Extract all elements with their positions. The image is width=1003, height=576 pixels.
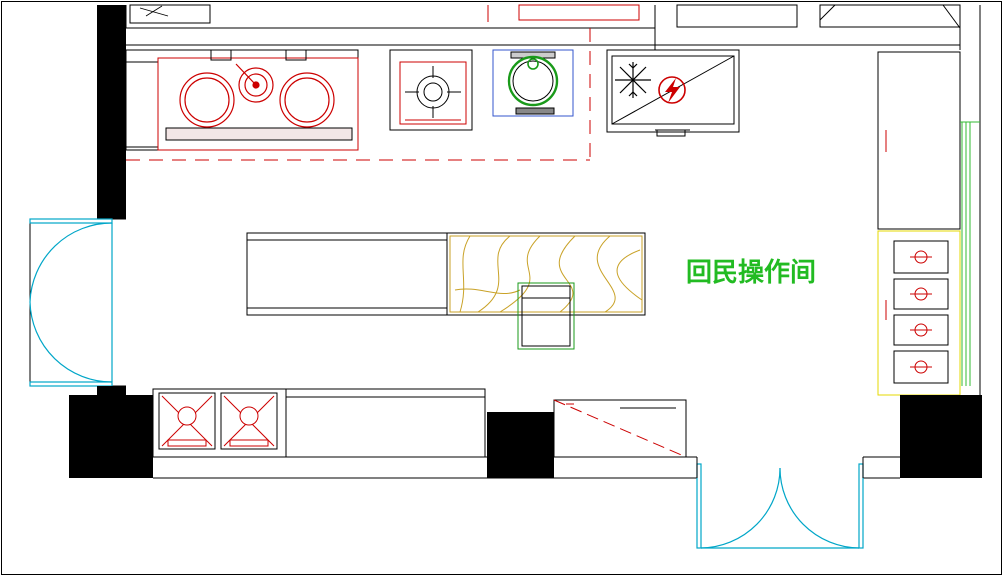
south-double-door xyxy=(696,463,864,549)
bottom-counter xyxy=(152,388,486,458)
west-double-door xyxy=(29,218,113,387)
se-wall-column xyxy=(900,395,982,478)
wok-icon xyxy=(179,63,335,128)
double-wok-range xyxy=(157,49,359,151)
double-burner-stove xyxy=(158,392,278,450)
cutting-board-counter xyxy=(446,232,646,316)
exhaust-hood-outline xyxy=(126,28,591,161)
lightning-icon xyxy=(658,76,686,104)
drawer-handle-icon xyxy=(893,240,949,384)
sw-wall-column xyxy=(69,395,153,478)
west-wall-column xyxy=(97,5,126,219)
door-jambs xyxy=(696,457,864,478)
bottom-cabinet xyxy=(553,399,687,458)
sw-wall-notch xyxy=(97,386,126,396)
north-wall xyxy=(126,5,981,395)
south-wall-column xyxy=(487,412,554,478)
gas-burner-icon xyxy=(389,49,473,131)
center-island xyxy=(246,232,448,316)
soup-pot-icon xyxy=(492,49,574,117)
top-snowflake-icon xyxy=(139,5,169,17)
east-window xyxy=(960,121,980,386)
island-sink xyxy=(517,282,575,350)
snowflake-icon xyxy=(615,62,651,98)
upper-room-edge xyxy=(125,4,961,50)
room-label: 回民操作间 xyxy=(686,258,816,288)
tall-cabinet xyxy=(877,51,961,230)
